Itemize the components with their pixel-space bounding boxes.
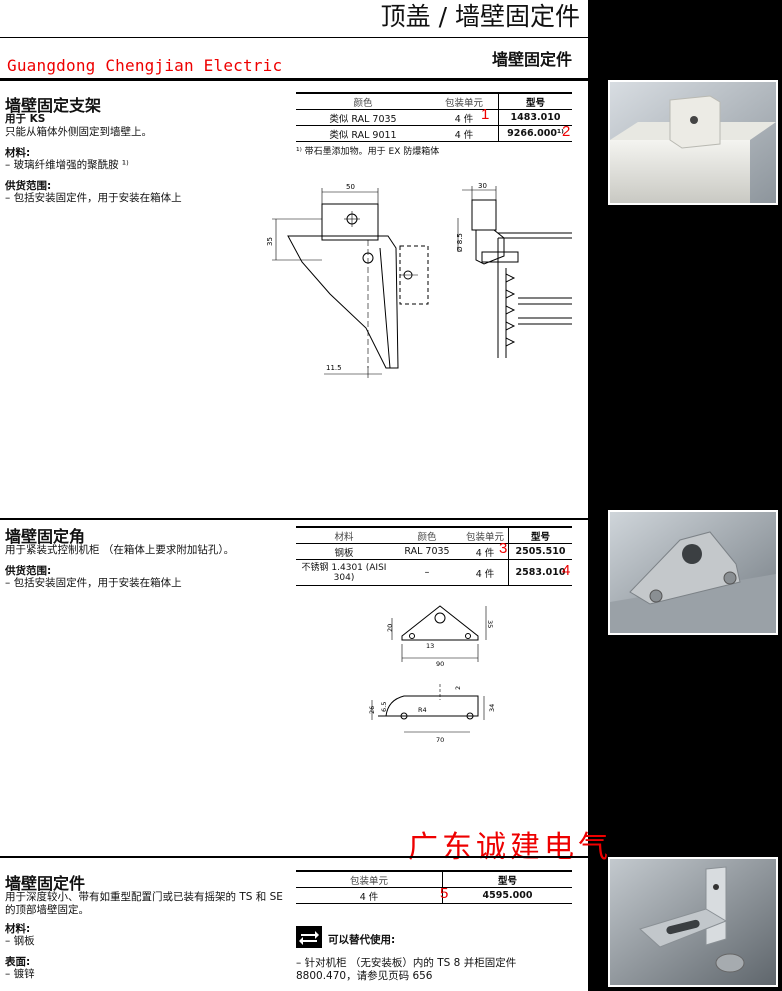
section2-supply: – 包括安装固定件，用于安装在箱体上 [5, 577, 182, 589]
section3-surface: – 镀锌 [5, 968, 35, 980]
section1-material-label: 材料: [5, 147, 31, 159]
table-row: 钢板 RAL 7035 4 件 2505.510 [296, 543, 572, 560]
table-row: 不锈钢 1.4301 (AISI 304) – 4 件 2583.010 [296, 559, 572, 586]
cell-pn: 2505.510 [508, 543, 572, 560]
col-material: 材料 [296, 526, 392, 544]
dim-26: 26 [368, 706, 376, 714]
section3-surface-label: 表面: [5, 956, 31, 968]
section3-divider [0, 856, 588, 858]
cell-pn: 2583.010 [508, 559, 572, 586]
dim-50: 50 [346, 183, 355, 191]
dim-r4: R4 [418, 706, 427, 714]
dim-13: 13 [426, 642, 434, 650]
col-pn: 型号 [508, 526, 572, 544]
wall-bracket-photo [608, 80, 778, 205]
alternative-text: – 针对机柜 （无安装板）内的 TS 8 并柜固定件 8800.470，请参见页… [296, 957, 517, 982]
dim-34: 34 [488, 704, 496, 712]
section3-material-label: 材料: [5, 923, 31, 935]
marker-3: 3 [499, 540, 508, 557]
cell-color: 类似 RAL 9011 [296, 125, 430, 142]
section2-title: 墙壁固定角 [5, 527, 86, 546]
section2-dimension-drawing: 20 35 13 90 2 26 6.5 R4 34 70 [368, 605, 496, 744]
section3-desc: 用于深度较小、带有如重型配置门或已装有摇架的 TS 和 SE 的顶部墙壁固定。 [5, 891, 283, 916]
category-label: 墙壁固定件 [491, 50, 572, 69]
cell-pn: 1483.010 [498, 109, 572, 126]
dim-2: 2 [454, 686, 462, 690]
cell-material: 不锈钢 1.4301 (AISI 304) [296, 559, 392, 586]
col-color: 颜色 [296, 92, 430, 110]
cell-material: 钢板 [296, 543, 392, 560]
dim-90: 90 [436, 660, 444, 668]
dim-35: 35 [486, 620, 494, 628]
cell-unit: 4 件 [296, 887, 443, 904]
wall-mounting-bracket-photo [608, 857, 778, 987]
cell-unit: 4 件 [430, 125, 499, 142]
cell-color: RAL 7035 [392, 543, 462, 560]
exchange-icon [296, 926, 322, 948]
marker-2: 2 [562, 123, 571, 140]
cell-unit: 4 件 [462, 543, 509, 560]
col-color: 颜色 [392, 526, 462, 544]
section1-supply: – 包括安装固定件，用于安装在箱体上 [5, 192, 182, 204]
section3-title: 墙壁固定件 [5, 874, 86, 893]
company-name: Guangdong Chengjian Electric [7, 56, 283, 75]
cell-unit: 4 件 [430, 109, 499, 126]
col-pn: 型号 [442, 870, 572, 888]
section1-spec-table: 颜色 包装单元 型号 类似 RAL 7035 4 件 1483.010 类似 R… [296, 92, 572, 142]
marker-4: 4 [562, 562, 571, 579]
dim-6-5: 6.5 [380, 702, 388, 712]
section2-supply-label: 供货范围: [5, 565, 52, 577]
dim-11-5: 11.5 [326, 364, 342, 372]
cell-pn: 9266.000¹⁾ [498, 125, 572, 142]
dim-d8-5: Ø 8.5 [456, 233, 464, 252]
col-unit: 包装单元 [296, 870, 443, 888]
section1-material: – 玻璃纤维增强的聚酰胺 ¹⁾ [5, 159, 129, 171]
section3-spec-table: 包装单元 型号 4 件 4595.000 [296, 870, 572, 904]
header-rule [0, 78, 588, 81]
col-unit: 包装单元 [430, 92, 499, 110]
section1-title: 墙壁固定支架 [5, 96, 102, 115]
section3-material: – 钢板 [5, 935, 35, 947]
section1-supply-label: 供货范围: [5, 180, 52, 192]
table-row: 类似 RAL 7035 4 件 1483.010 [296, 109, 572, 126]
col-unit: 包装单元 [462, 526, 509, 544]
section1-footnote: ¹⁾ 带石墨添加物。用于 EX 防爆箱体 [296, 147, 440, 157]
col-pn: 型号 [498, 92, 572, 110]
wall-angle-photo [608, 510, 778, 635]
cell-unit: 4 件 [462, 559, 509, 586]
dim-20: 20 [386, 624, 394, 632]
marker-5: 5 [440, 885, 449, 902]
table-row: 4 件 4595.000 [296, 887, 572, 904]
dim-35: 35 [266, 237, 274, 246]
page-title: 顶盖 / 墙壁固定件 [380, 2, 580, 31]
section2-desc: 用于紧装式控制机柜 （在箱体上要求附加钻孔）。 [5, 544, 235, 556]
marker-1: 1 [481, 106, 490, 123]
cell-color: 类似 RAL 7035 [296, 109, 430, 126]
watermark-text: 广东诚建电气 [408, 830, 612, 865]
section2-divider [0, 518, 588, 520]
cell-pn: 4595.000 [442, 887, 572, 904]
dim-70: 70 [436, 736, 444, 744]
header-divider [0, 37, 588, 38]
cell-color: – [392, 559, 462, 586]
table-row: 类似 RAL 9011 4 件 9266.000¹⁾ [296, 125, 572, 142]
alternative-label: 可以替代使用: [328, 934, 396, 946]
section1-dimension-drawing: 50 35 11.5 30 Ø 8.5 [266, 182, 572, 378]
section2-spec-table: 材料 颜色 包装单元 型号 钢板 RAL 7035 4 件 2505.510 不… [296, 526, 572, 586]
dim-30: 30 [478, 182, 487, 190]
section1-desc: 只能从箱体外侧固定到墙壁上。 [5, 126, 152, 138]
section1-for: 用于 KS [5, 113, 46, 125]
